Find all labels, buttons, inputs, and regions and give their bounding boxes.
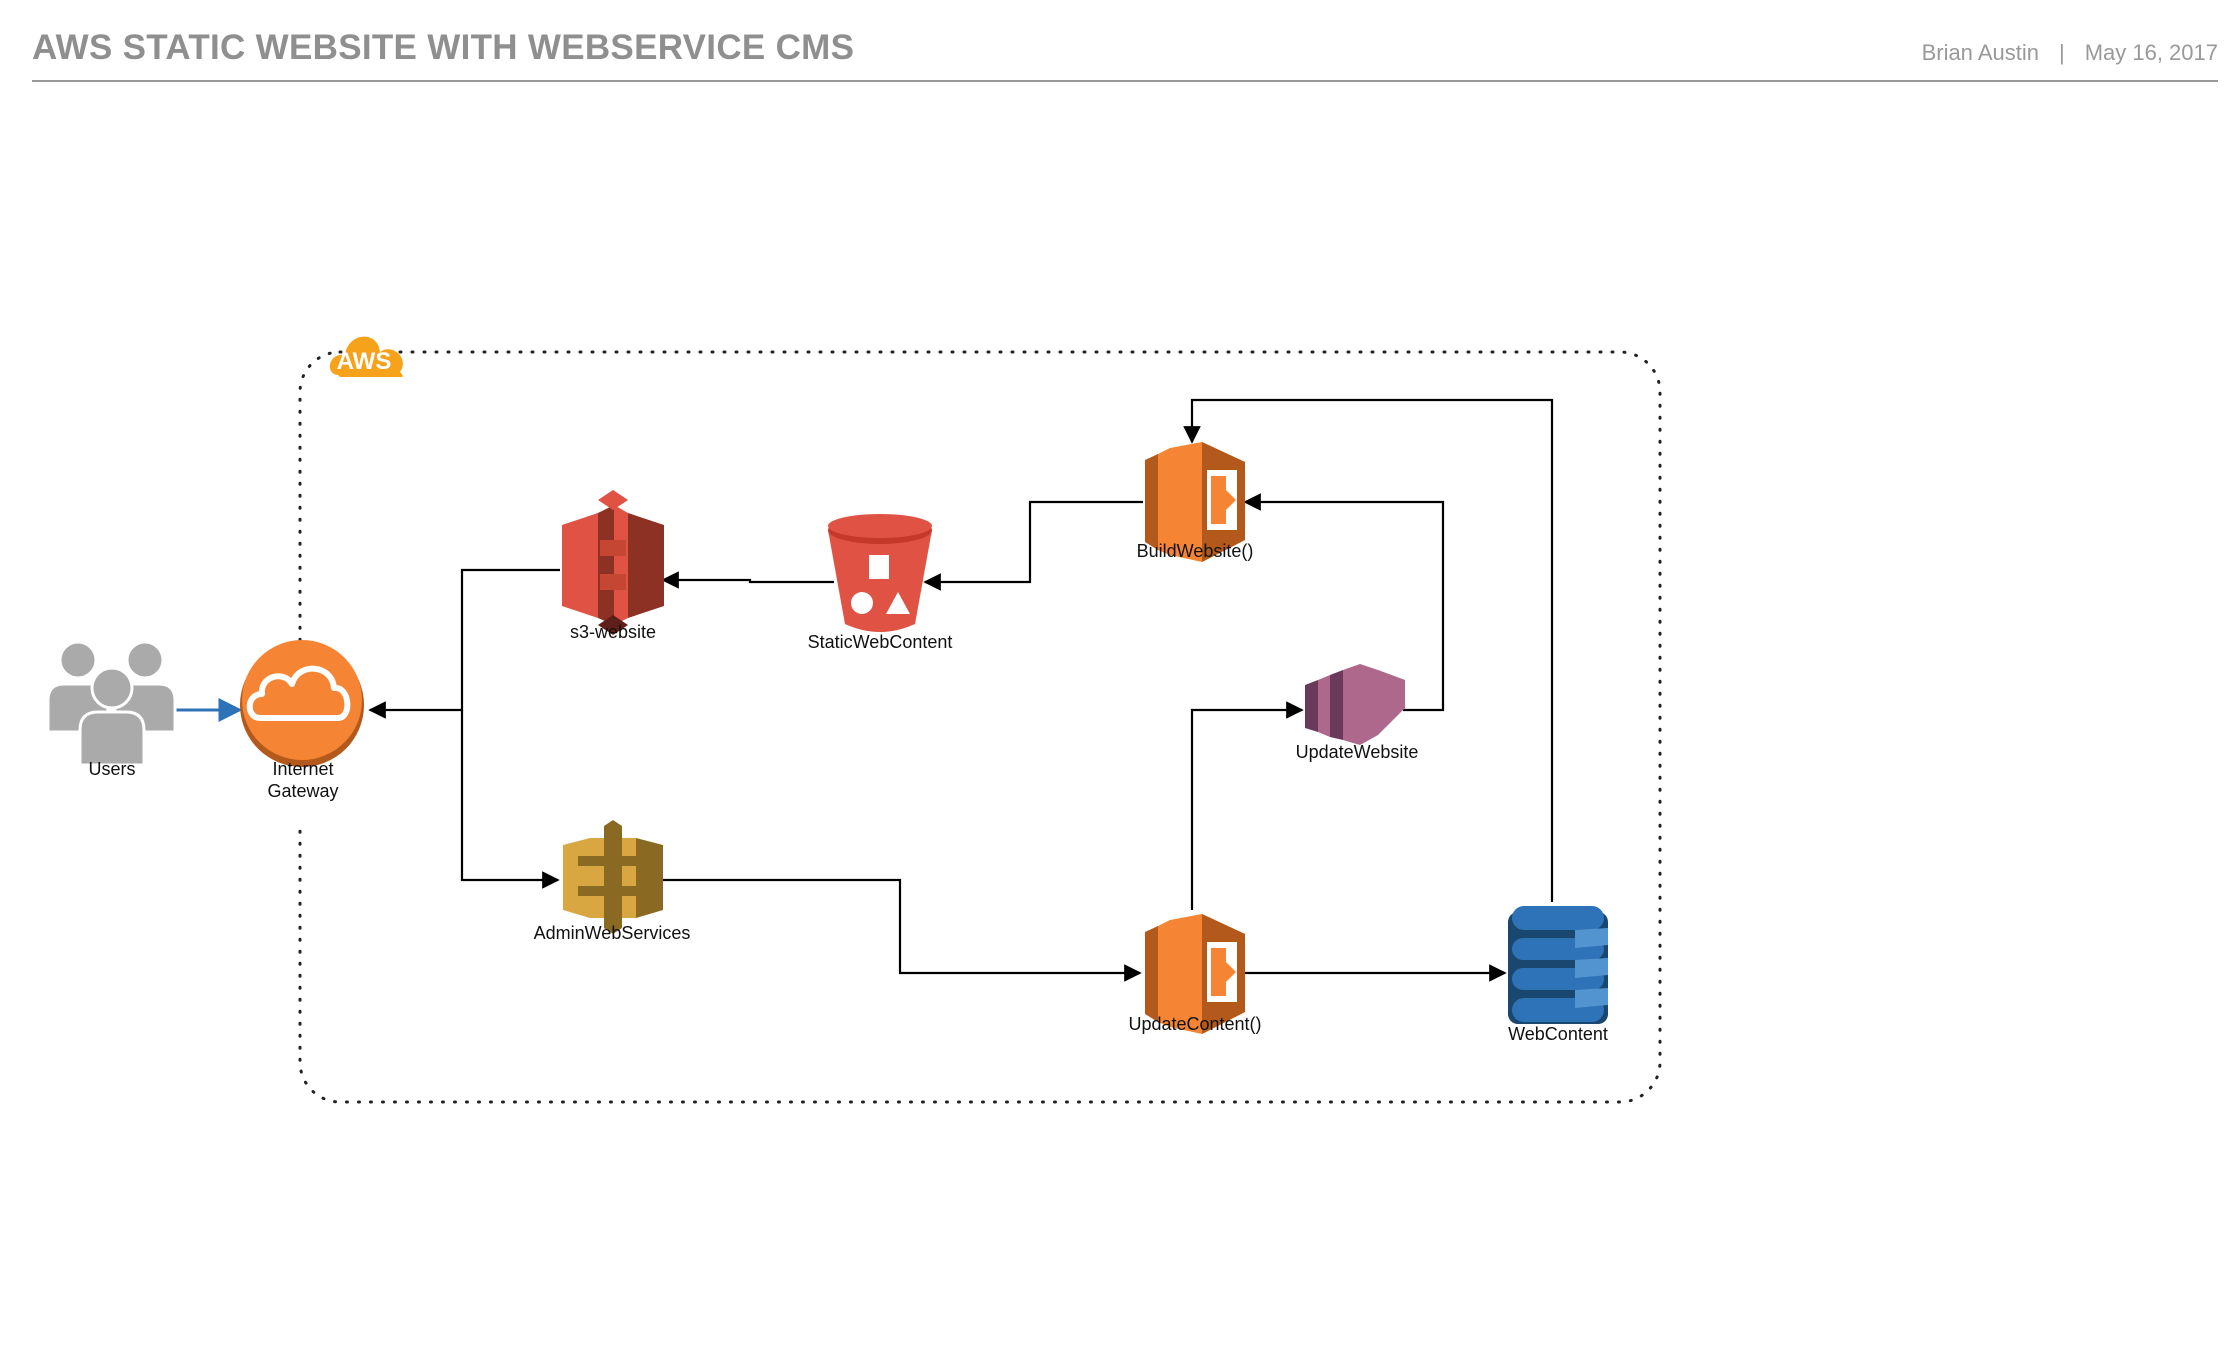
kinesis-icon bbox=[1305, 664, 1405, 745]
edge-build-to-static bbox=[923, 500, 1143, 591]
edge-webcontent-to-build bbox=[1183, 398, 1554, 902]
s3-bucket-icon bbox=[828, 514, 932, 632]
update-website-label: UpdateWebsite bbox=[1296, 742, 1419, 762]
dynamodb-icon bbox=[1508, 906, 1608, 1024]
edge-admin-to-updatecontent bbox=[663, 878, 1142, 982]
edge-static-to-s3 bbox=[661, 571, 834, 589]
update-content-label: UpdateContent() bbox=[1128, 1014, 1261, 1034]
aws-cloud-icon: AWS bbox=[329, 336, 403, 378]
gateway-label-line2: Gateway bbox=[267, 781, 338, 801]
api-gateway-icon bbox=[563, 820, 663, 934]
page-meta: Brian Austin | May 16, 2017 bbox=[1922, 40, 2218, 66]
page-header: AWS STATIC WEBSITE WITH WEBSERVICE CMS B… bbox=[32, 26, 2218, 82]
edge-gateway-to-admin bbox=[460, 710, 560, 889]
admin-services-label: AdminWebServices bbox=[534, 923, 691, 943]
document-date: May 16, 2017 bbox=[2084, 40, 2218, 65]
aws-badge-text: AWS bbox=[337, 348, 392, 375]
internet-gateway-icon bbox=[240, 640, 364, 767]
author-name: Brian Austin bbox=[1921, 40, 2039, 65]
page-title: AWS STATIC WEBSITE WITH WEBSERVICE CMS bbox=[32, 28, 855, 67]
lambda-update-content-icon bbox=[1145, 914, 1245, 1034]
gateway-label-line1: Internet bbox=[272, 759, 333, 779]
lambda-build-icon bbox=[1145, 442, 1245, 562]
users-icon bbox=[46, 640, 177, 767]
web-content-label: WebContent bbox=[1508, 1024, 1608, 1044]
static-content-label: StaticWebContent bbox=[808, 632, 953, 652]
edge-updatewebsite-to-build bbox=[1243, 493, 1445, 712]
edge-s3-to-gateway bbox=[368, 568, 560, 719]
edge-updatecontent-to-updatewebsite bbox=[1190, 701, 1304, 910]
meta-separator: | bbox=[2058, 40, 2065, 65]
users-label: Users bbox=[88, 759, 135, 779]
route53-icon bbox=[562, 490, 664, 635]
aws-cloud-boundary bbox=[298, 350, 1662, 1104]
build-website-label: BuildWebsite() bbox=[1137, 541, 1254, 561]
s3-website-label: s3-website bbox=[570, 622, 656, 642]
